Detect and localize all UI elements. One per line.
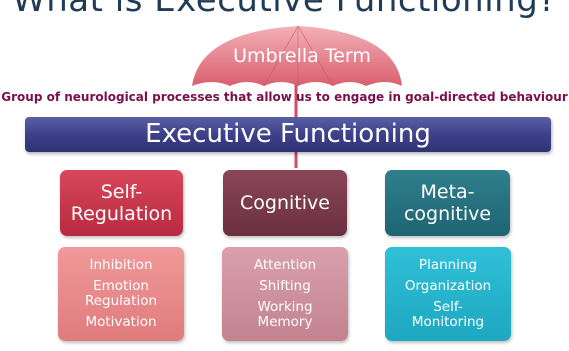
category-label-line: Cognitive <box>240 192 330 214</box>
umbrella-canopy <box>192 26 402 86</box>
item-motivation: Motivation <box>85 314 157 330</box>
executive-functioning-bar: Executive Functioning <box>25 117 551 152</box>
item-planning: Planning <box>418 257 478 273</box>
umbrella-term-label: Umbrella Term <box>233 45 371 67</box>
item-attention: Attention <box>253 257 317 273</box>
item-organization: Organization <box>404 278 492 294</box>
item-inhibition: Inhibition <box>89 257 153 273</box>
item-shifting: Shifting <box>259 278 311 294</box>
category-label-line: Self- <box>100 181 143 203</box>
category-label-line: Regulation <box>70 203 173 225</box>
description-text: Group of neurological processes that all… <box>1 90 568 104</box>
item-self-monitoring: Self-Monitoring <box>411 299 485 330</box>
category-label-line: Meta- <box>420 181 475 203</box>
category-label-line: cognitive <box>403 203 492 225</box>
umbrella-ribs <box>263 25 334 87</box>
metacognitive-items: Planning Organization Self-Monitoring <box>385 247 511 341</box>
category-self-regulation: Self- Regulation <box>60 170 183 236</box>
slide-title: What is Executive Functioning? <box>12 0 557 20</box>
category-cognitive: Cognitive <box>223 170 347 236</box>
category-metacognitive: Meta- cognitive <box>385 170 510 236</box>
